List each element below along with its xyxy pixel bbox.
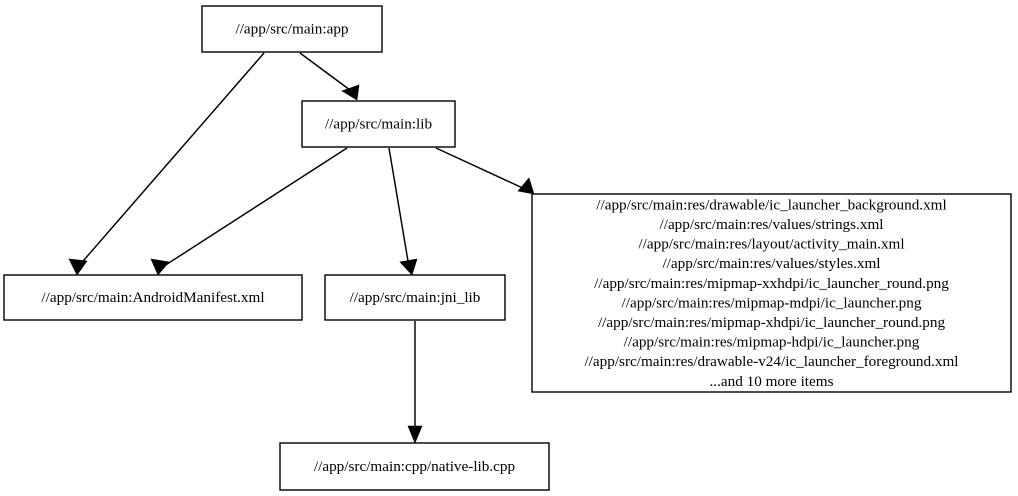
graph-edge-lib-to-manifest xyxy=(150,147,348,276)
node-border xyxy=(531,193,1012,393)
arrowhead-icon xyxy=(150,258,170,276)
arrowhead-icon xyxy=(407,425,423,444)
edge-line xyxy=(160,147,348,269)
node-label-line: //app/src/main:res/mipmap-hdpi/ic_launch… xyxy=(624,334,920,351)
node-label-line: //app/src/main:cpp/native-lib.cpp xyxy=(314,458,515,475)
node-label-line: //app/src/main:res/mipmap-xhdpi/ic_launc… xyxy=(598,314,946,331)
graph-node-jni_lib[interactable]: //app/src/main:jni_lib xyxy=(324,274,506,321)
edge-line xyxy=(435,147,528,191)
graph-edge-app-to-manifest xyxy=(68,52,265,276)
node-label-line: //app/src/main:res/drawable/ic_launcher_… xyxy=(596,196,946,213)
node-label-line: //app/src/main:res/values/strings.xml xyxy=(660,216,884,233)
node-label-line: //app/src/main:res/layout/activity_main.… xyxy=(638,236,904,253)
node-label-line: //app/src/main:res/values/styles.xml xyxy=(662,255,880,272)
arrowhead-icon xyxy=(341,84,360,101)
graph-node-native_lib[interactable]: //app/src/main:cpp/native-lib.cpp xyxy=(279,442,550,491)
graph-node-res_group[interactable]: //app/src/main:res/drawable/ic_launcher_… xyxy=(531,193,1012,393)
node-border xyxy=(279,442,550,491)
node-label-line: ...and 10 more items xyxy=(709,373,833,390)
node-border xyxy=(301,100,456,148)
graph-node-lib[interactable]: //app/src/main:lib xyxy=(301,100,456,148)
arrowhead-icon xyxy=(68,258,88,276)
graph-node-app[interactable]: //app/src/main:app xyxy=(201,5,383,53)
edge-line xyxy=(76,52,265,269)
edge-line xyxy=(388,147,410,268)
node-border xyxy=(324,274,506,321)
graph-edge-lib-to-res_group xyxy=(435,147,535,195)
arrowhead-icon xyxy=(517,177,535,195)
node-label-line: //app/src/main:res/mipmap-mdpi/ic_launch… xyxy=(622,294,922,311)
edge-line xyxy=(299,52,355,94)
node-border xyxy=(201,5,383,53)
node-label-line: //app/src/main:lib xyxy=(325,116,433,133)
graph-node-manifest[interactable]: //app/src/main:AndroidManifest.xml xyxy=(3,274,303,321)
nodes-layer: //app/src/main:app //app/src/main:lib //ap… xyxy=(3,5,1012,491)
graph-edge-app-to-lib xyxy=(299,52,360,101)
node-label-line: //app/src/main:res/drawable-v24/ic_launc… xyxy=(584,353,958,370)
node-border xyxy=(3,274,303,321)
edges-layer xyxy=(68,52,535,444)
node-label-line: //app/src/main:jni_lib xyxy=(350,289,481,306)
node-label-line: //app/src/main:AndroidManifest.xml xyxy=(41,289,264,306)
node-label-line: //app/src/main:res/mipmap-xxhdpi/ic_laun… xyxy=(594,275,949,292)
graph-edge-jni_lib-to-native_lib xyxy=(407,321,423,444)
node-label-line: //app/src/main:app xyxy=(235,21,348,38)
graph-edge-lib-to-jni_lib xyxy=(388,147,418,276)
arrowhead-icon xyxy=(399,258,418,276)
